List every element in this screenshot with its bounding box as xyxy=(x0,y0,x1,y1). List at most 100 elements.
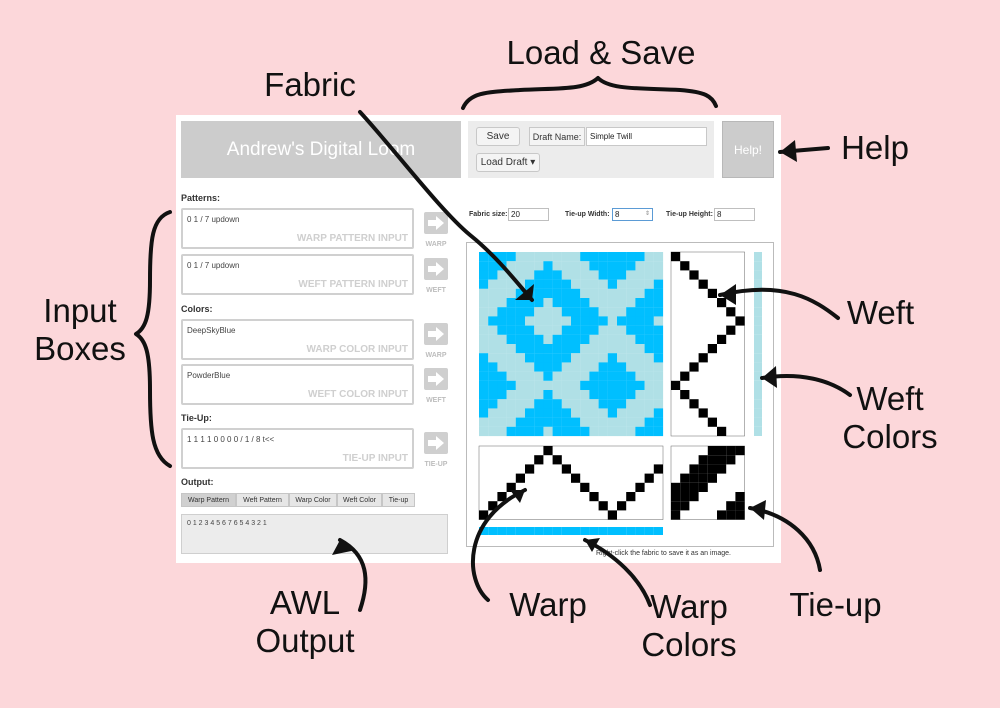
warp-color-swatch xyxy=(617,527,627,535)
weft-thread-mark xyxy=(689,270,699,280)
fabric-cell xyxy=(479,408,489,418)
warp-thread-mark xyxy=(635,482,645,492)
fabric-cell xyxy=(626,316,636,326)
warp-color-apply-button[interactable] xyxy=(424,323,448,345)
warp-thread-mark xyxy=(497,492,507,502)
weft-color-input[interactable]: PowderBlue WEFT COLOR INPUT xyxy=(181,364,414,405)
fabric-cell xyxy=(479,399,489,409)
fabric-cell xyxy=(644,353,654,363)
fabric-cell xyxy=(497,279,507,289)
draft-name-input[interactable]: Simple Twill xyxy=(586,127,707,146)
annotation-weft: Weft xyxy=(846,294,915,331)
spinner-icon[interactable]: ⇕ xyxy=(644,211,650,217)
tieup-width-input[interactable]: 8 ⇕ xyxy=(612,208,653,221)
fabric-cell xyxy=(525,353,535,363)
warp-color-swatch xyxy=(543,527,553,535)
fabric-cell xyxy=(479,298,489,308)
fabric-cell xyxy=(571,390,581,400)
tieup-cell xyxy=(726,446,736,456)
awl-output-box[interactable]: 0 1 2 3 4 5 6 7 6 5 4 3 2 1 xyxy=(181,514,448,554)
fabric-cell xyxy=(589,362,599,372)
annotation-help: Help xyxy=(841,129,909,166)
fabric-cell xyxy=(580,408,590,418)
fabric-cell xyxy=(515,298,526,308)
tieup-input[interactable]: 1 1 1 1 0 0 0 0 / 1 / 8 t<< TIE-UP INPUT xyxy=(181,428,414,469)
fabric-cell xyxy=(617,353,627,363)
warp-thread-mark xyxy=(543,446,553,456)
weft-thread-mark xyxy=(717,298,727,308)
fabric-cell xyxy=(506,426,516,437)
tab-weft-pattern[interactable]: Weft Pattern xyxy=(236,493,289,507)
weft-color-swatch xyxy=(754,380,762,390)
tieup-cell xyxy=(717,464,727,474)
warp-color-input[interactable]: DeepSkyBlue WARP COLOR INPUT xyxy=(181,319,414,360)
help-button[interactable]: Help! xyxy=(722,121,774,178)
tieup-cell xyxy=(671,501,681,511)
fabric-cell xyxy=(515,334,526,345)
fabric-cell xyxy=(543,334,553,345)
tab-warp-pattern[interactable]: Warp Pattern xyxy=(181,493,236,507)
fabric-cell xyxy=(552,344,562,354)
warp-thread-mark xyxy=(571,473,581,483)
warp-color-swatch xyxy=(607,527,617,535)
fabric-cell xyxy=(561,316,572,326)
fabric-cell xyxy=(543,288,553,299)
fabric-cell xyxy=(598,408,608,418)
tab-warp-color[interactable]: Warp Color xyxy=(289,493,337,507)
tieup-cell xyxy=(717,455,727,465)
fabric-cell xyxy=(561,390,572,400)
warp-thread-mark xyxy=(644,473,654,483)
fabric-cell xyxy=(561,371,572,381)
tieup-apply-button[interactable] xyxy=(424,432,448,454)
warp-thread-mark xyxy=(589,492,599,502)
fabric-cell xyxy=(552,380,562,391)
fabric-cell xyxy=(534,334,544,345)
fabric-cell xyxy=(488,362,498,372)
tieup-cell xyxy=(689,482,699,492)
fabric-cell xyxy=(626,353,636,363)
colors-label: Colors: xyxy=(181,304,213,314)
fabric-cell xyxy=(589,390,599,400)
fabric-cell xyxy=(488,426,498,437)
tieup-cell xyxy=(671,492,681,502)
fabric-cell xyxy=(626,371,636,381)
help-arrowhead xyxy=(780,140,797,162)
fabric-cell xyxy=(617,408,627,418)
weft-thread-mark xyxy=(698,353,708,363)
fabric-cell xyxy=(515,288,526,299)
weft-thread-mark xyxy=(717,426,727,436)
fabric-cell xyxy=(580,390,590,400)
fabric-cell xyxy=(479,417,489,427)
fabric-cell xyxy=(617,380,627,391)
weft-color-apply-button[interactable] xyxy=(424,368,448,390)
fabric-cell xyxy=(626,390,636,400)
fabric-cell xyxy=(598,279,608,289)
tieup-height-input[interactable]: 8 xyxy=(714,208,755,221)
fabric-cell xyxy=(635,353,645,363)
fabric-cell xyxy=(479,325,489,335)
fabric-cell xyxy=(552,426,562,437)
fabric-cell xyxy=(488,417,498,427)
draft-canvas[interactable] xyxy=(176,115,781,563)
fabric-cell xyxy=(617,270,627,280)
fabric-cell xyxy=(644,279,654,289)
weft-pattern-placeholder: WEFT PATTERN INPUT xyxy=(298,279,408,290)
tieup-cell xyxy=(726,501,736,511)
fabric-cell xyxy=(561,380,572,391)
tab-tieup[interactable]: Tie-up xyxy=(382,493,415,507)
weft-thread-mark xyxy=(707,288,717,298)
fabric-cell xyxy=(534,316,544,326)
fabric-cell xyxy=(635,288,645,299)
fabric-cell xyxy=(607,279,618,289)
tieup-cell xyxy=(707,446,717,456)
fabric-cell xyxy=(571,353,581,363)
fabric-cell xyxy=(543,380,553,391)
tieup-cell xyxy=(680,482,690,492)
tab-weft-color[interactable]: Weft Color xyxy=(337,493,382,507)
fabric-cell xyxy=(515,362,526,372)
fabric-cell xyxy=(552,298,562,308)
fabric-cell xyxy=(580,307,590,317)
tieup-width-value: 8 xyxy=(615,210,620,219)
warp-color-swatch xyxy=(561,527,571,535)
fabric-cell xyxy=(479,353,489,363)
